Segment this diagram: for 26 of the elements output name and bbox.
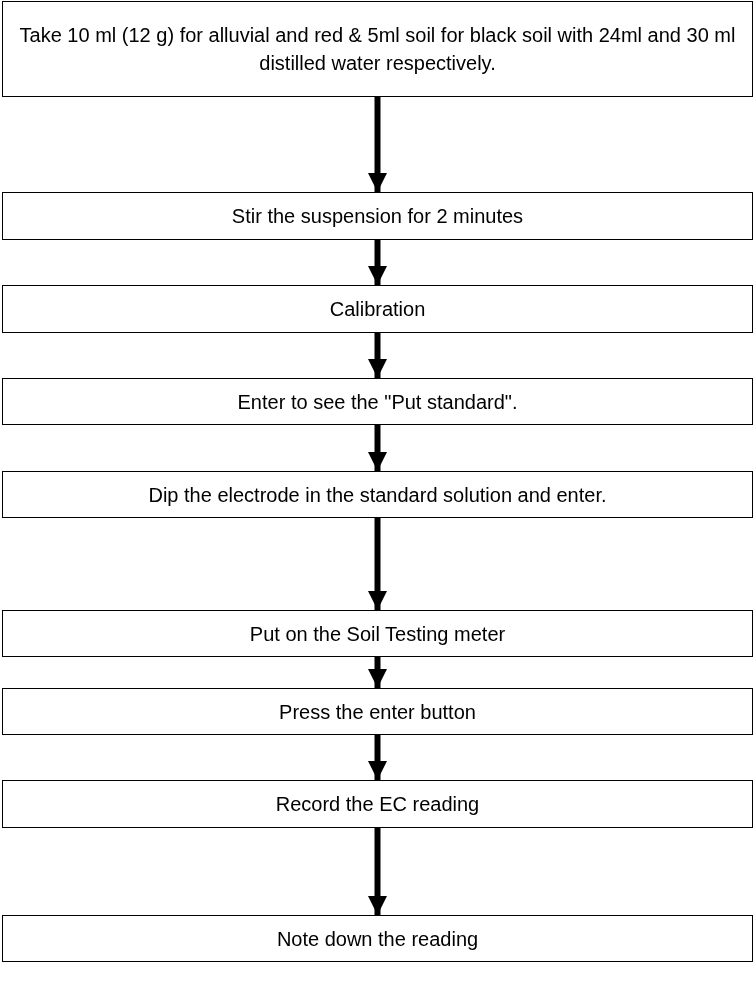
process-box [2,780,753,828]
arrow [367,333,388,378]
process-box [2,688,753,735]
step-text: Enter to see the "Put standard". [237,389,518,415]
process-box [2,378,753,425]
process-box [2,610,753,657]
step-text: Press the enter button [279,699,476,725]
process-box [2,192,753,240]
arrow [367,735,388,780]
step-text: Note down the reading [276,926,479,952]
step-text: Dip the electrode in the standard solution and enter. [148,482,607,508]
arrow [367,518,388,610]
step-text: Take 10 ml (12 g) for alluvial and red & 5ml soil for black soil with 24ml and 30 ml distilled water respectively. [18,23,737,76]
step-text: Record the EC reading [275,792,480,817]
arrow [367,97,388,192]
step-text: Stir the suspension for 2 minutes [231,204,524,229]
step-text: Calibration [329,297,426,322]
process-box [2,915,753,962]
arrow [367,425,388,471]
arrow [367,828,388,915]
process-box [2,471,753,518]
step-text: Put on the Soil Testing meter [249,621,506,647]
arrow [367,240,388,285]
arrow [367,657,388,688]
process-box [2,1,753,97]
process-box [2,285,753,333]
